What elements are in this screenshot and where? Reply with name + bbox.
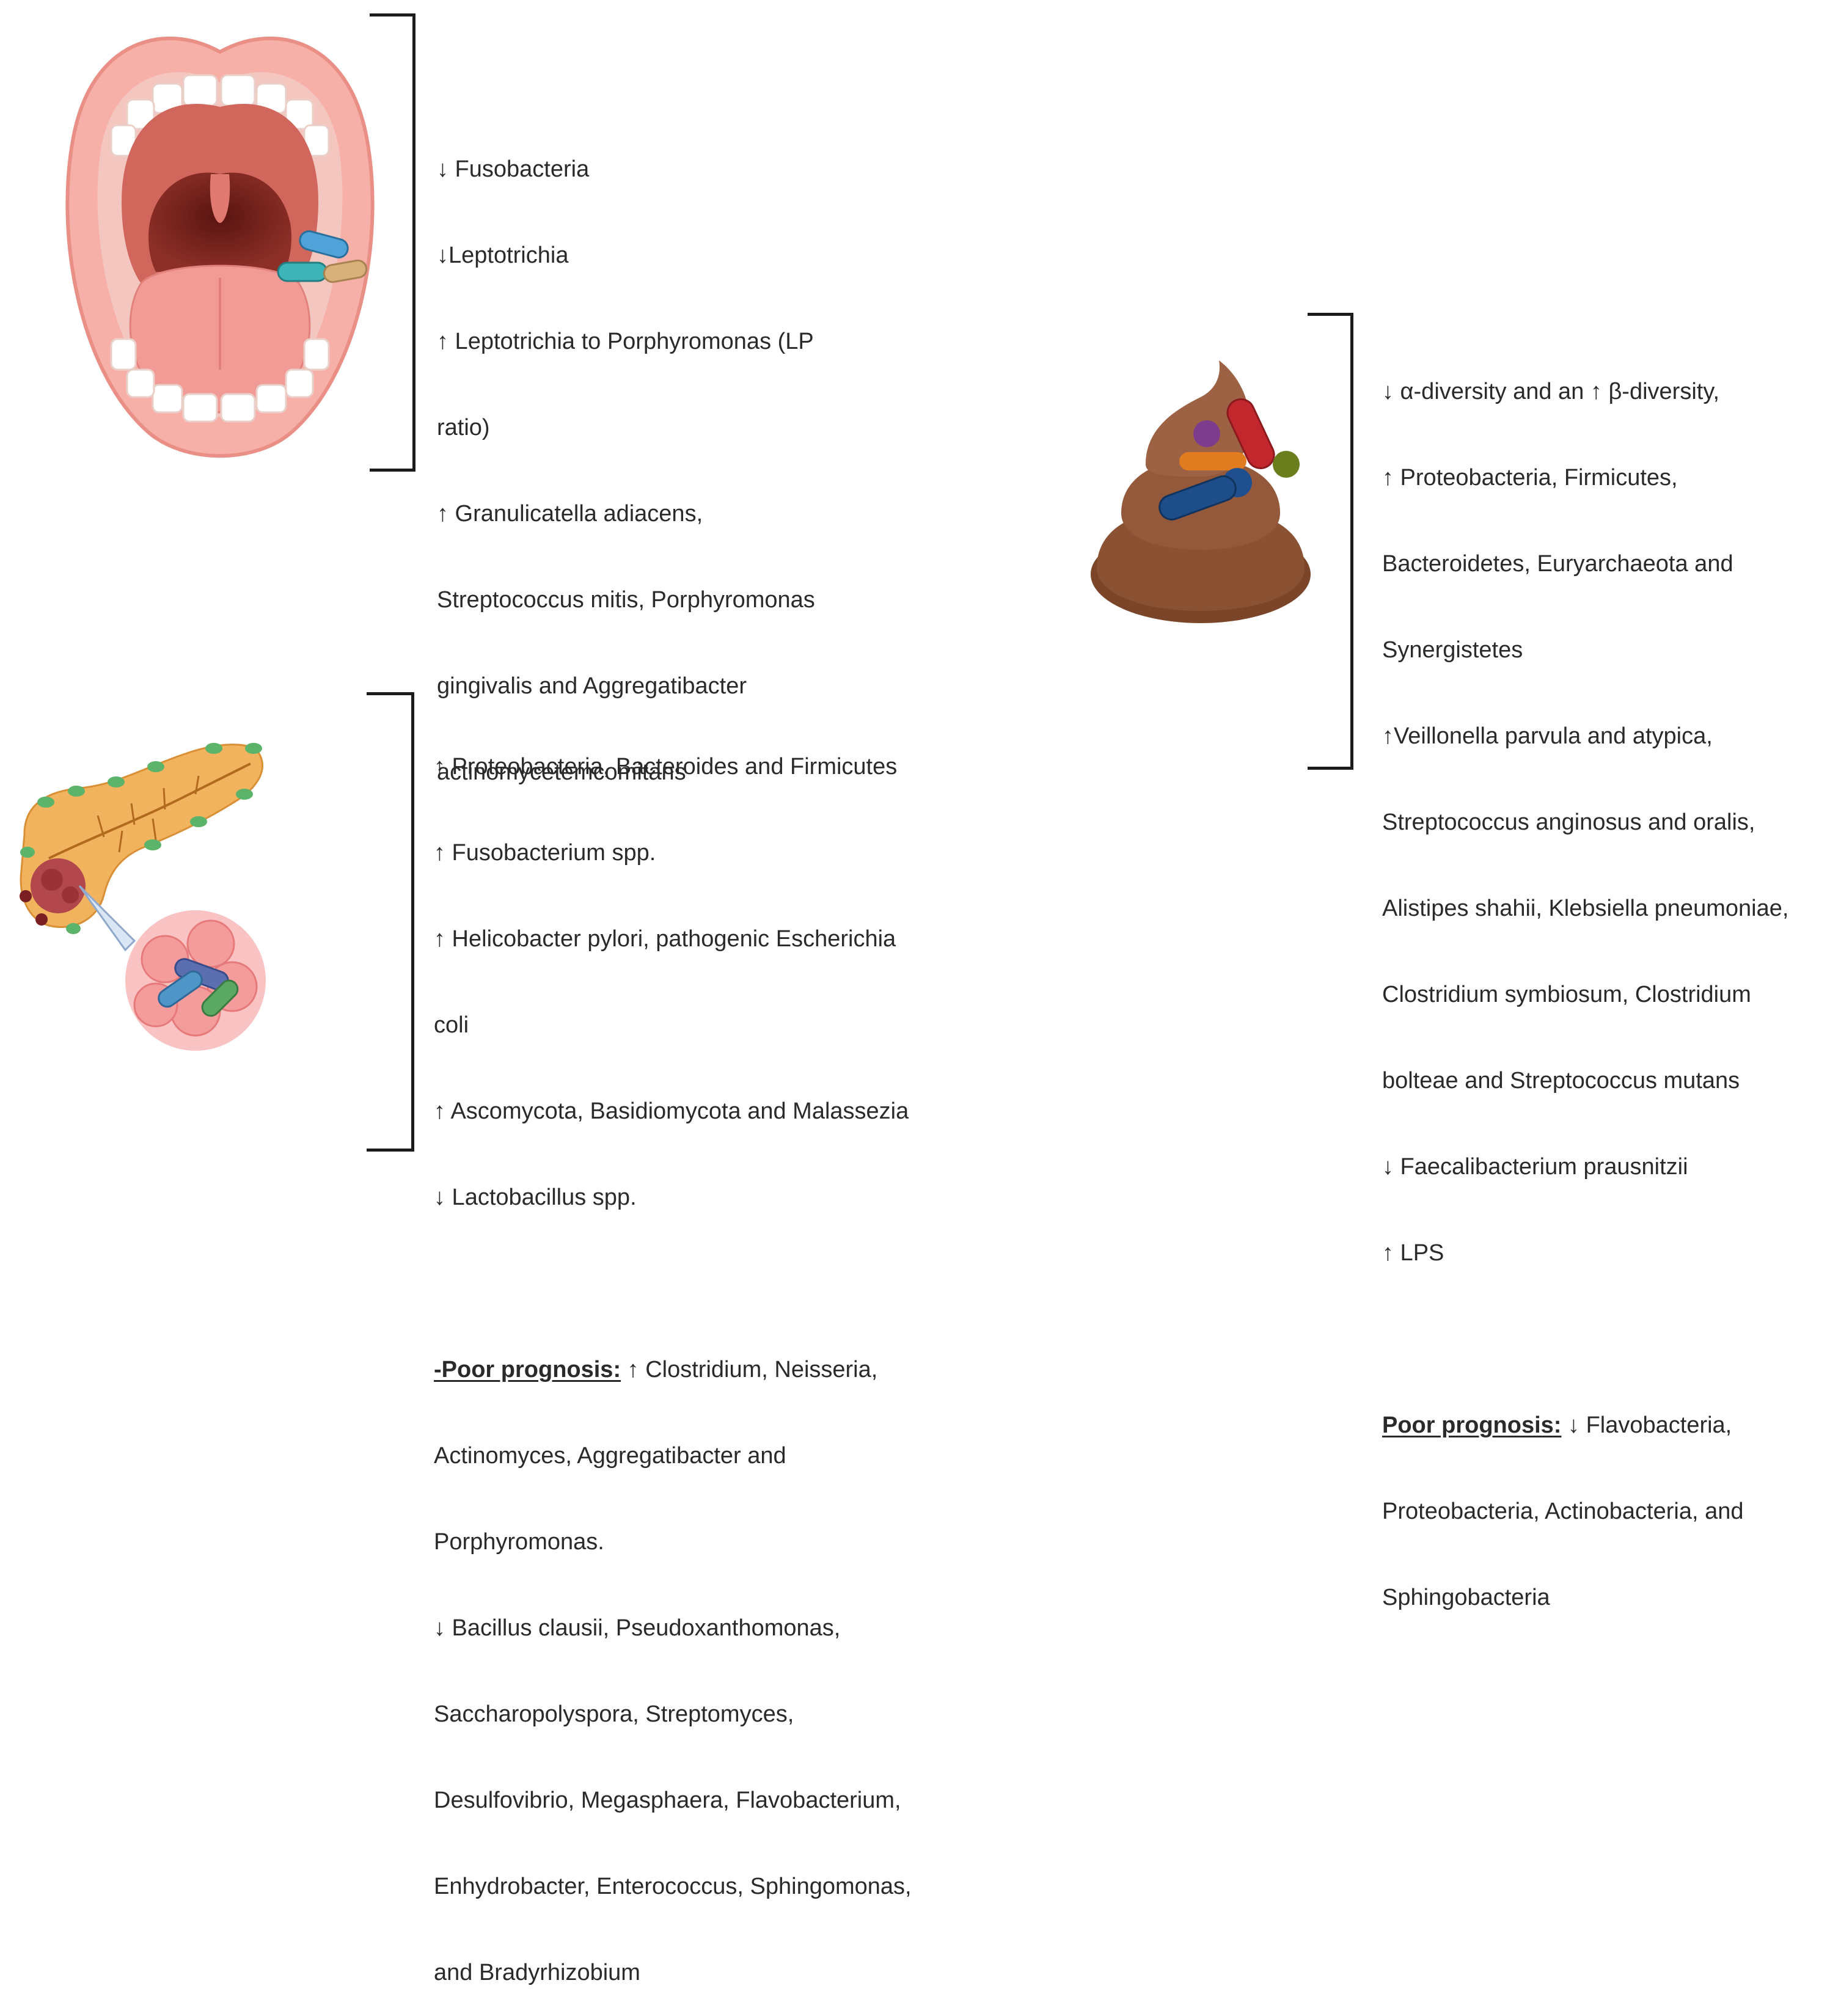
oral-line: ↓ Fusobacteria <box>437 156 590 182</box>
gut-line: Clostridium symbiosum, Clostridium <box>1382 982 1751 1007</box>
gut-line: Streptococcus anginosus and oralis, <box>1382 809 1755 835</box>
gut-line: ↓ Faecalibacterium prausnitzii <box>1382 1154 1688 1180</box>
gut-line: Proteobacteria, Actinobacteria, and <box>1382 1499 1744 1524</box>
pancreas-line: and Bradyrhizobium <box>434 1960 640 1985</box>
gut-poor-prognosis-label: Poor prognosis: <box>1382 1412 1562 1438</box>
gut-line: Alistipes shahii, Klebsiella pneumoniae, <box>1382 896 1789 921</box>
oral-line: ↓Leptotrichia <box>437 243 569 268</box>
pancreas-line: Enhydrobacter, Enterococcus, Sphingomona… <box>434 1874 912 1899</box>
gut-bracket <box>1308 313 1353 770</box>
oral-line: ratio) <box>437 415 490 440</box>
gut-poor-text: ↓ Flavobacteria, <box>1561 1412 1732 1438</box>
gut-line: bolteae and Streptococcus mutans <box>1382 1068 1740 1094</box>
oral-line: actinomycetemcomitans <box>437 759 686 785</box>
stool-icon <box>1091 360 1311 623</box>
pancreas-line: Desulfovibrio, Megasphaera, Flavobacteri… <box>434 1788 901 1813</box>
pancreas-line: ↓ Lactobacillus spp. <box>434 1185 637 1210</box>
gut-line: Synergistetes <box>1382 637 1523 663</box>
oral-microbiome-text: ↓ Fusobacteria ↓Leptotrichia ↑ Leptotric… <box>437 98 901 816</box>
pancreas-line: Porphyromonas. <box>434 1529 604 1555</box>
pancreas-line: ↑ Ascomycota, Basidiomycota and Malassez… <box>434 1098 909 1124</box>
oral-line: ↑ Granulicatella adiacens, <box>437 501 703 527</box>
gut-line: Sphingobacteria <box>1382 1585 1550 1610</box>
gut-line: ↓ α-diversity and an ↑ β-diversity, <box>1382 379 1720 404</box>
pancreas-line: ↓ Bacillus clausii, Pseudoxanthomonas, <box>434 1615 841 1641</box>
pancreas-line: Actinomyces, Aggregatibacter and <box>434 1443 786 1469</box>
pancreas-bracket <box>367 692 414 1152</box>
gut-line: ↑Veillonella parvula and atypica, <box>1382 723 1713 749</box>
gut-poor-line: Poor prognosis: ↓ Flavobacteria, <box>1382 1411 1828 1440</box>
oral-line: Streptococcus mitis, Porphyromonas <box>437 587 815 613</box>
gut-microbiome-text: ↓ α-diversity and an ↑ β-diversity, ↑ Pr… <box>1382 320 1828 1641</box>
pancreas-line: ↑ Fusobacterium spp. <box>434 840 656 866</box>
gut-spacer <box>1382 1325 1828 1354</box>
pancreas-line: Saccharopolyspora, Streptomyces, <box>434 1701 794 1727</box>
pancreas-line: coli <box>434 1012 469 1038</box>
pancreas-poor-text: ↑ Clostridium, Neisseria, <box>621 1357 878 1382</box>
oral-line: gingivalis and Aggregatibacter <box>437 673 747 699</box>
oral-bracket <box>370 13 415 472</box>
pancreas-microbiome-text: ↑ Proteobacteria, Bacteroides and Firmic… <box>434 695 984 2016</box>
open-mouth-icon <box>65 36 375 458</box>
gut-line: ↑ LPS <box>1382 1240 1444 1266</box>
pancreas-poor-prognosis-label: -Poor prognosis: <box>434 1357 621 1382</box>
pancreas-spacer <box>434 1269 984 1298</box>
pancreas-poor-line: -Poor prognosis: ↑ Clostridium, Neisseri… <box>434 1356 984 1384</box>
gut-line: Bacteroidetes, Euryarchaeota and <box>1382 551 1733 577</box>
oral-line: ↑ Leptotrichia to Porphyromonas (LP <box>437 329 814 354</box>
gut-line: ↑ Proteobacteria, Firmicutes, <box>1382 465 1678 491</box>
pancreas-line: ↑ Helicobacter pylori, pathogenic Escher… <box>434 926 896 952</box>
pancreas-line: ↑ Proteobacteria, Bacteroides and Firmic… <box>434 754 898 780</box>
pancreas-tumor-icon <box>20 743 266 1051</box>
